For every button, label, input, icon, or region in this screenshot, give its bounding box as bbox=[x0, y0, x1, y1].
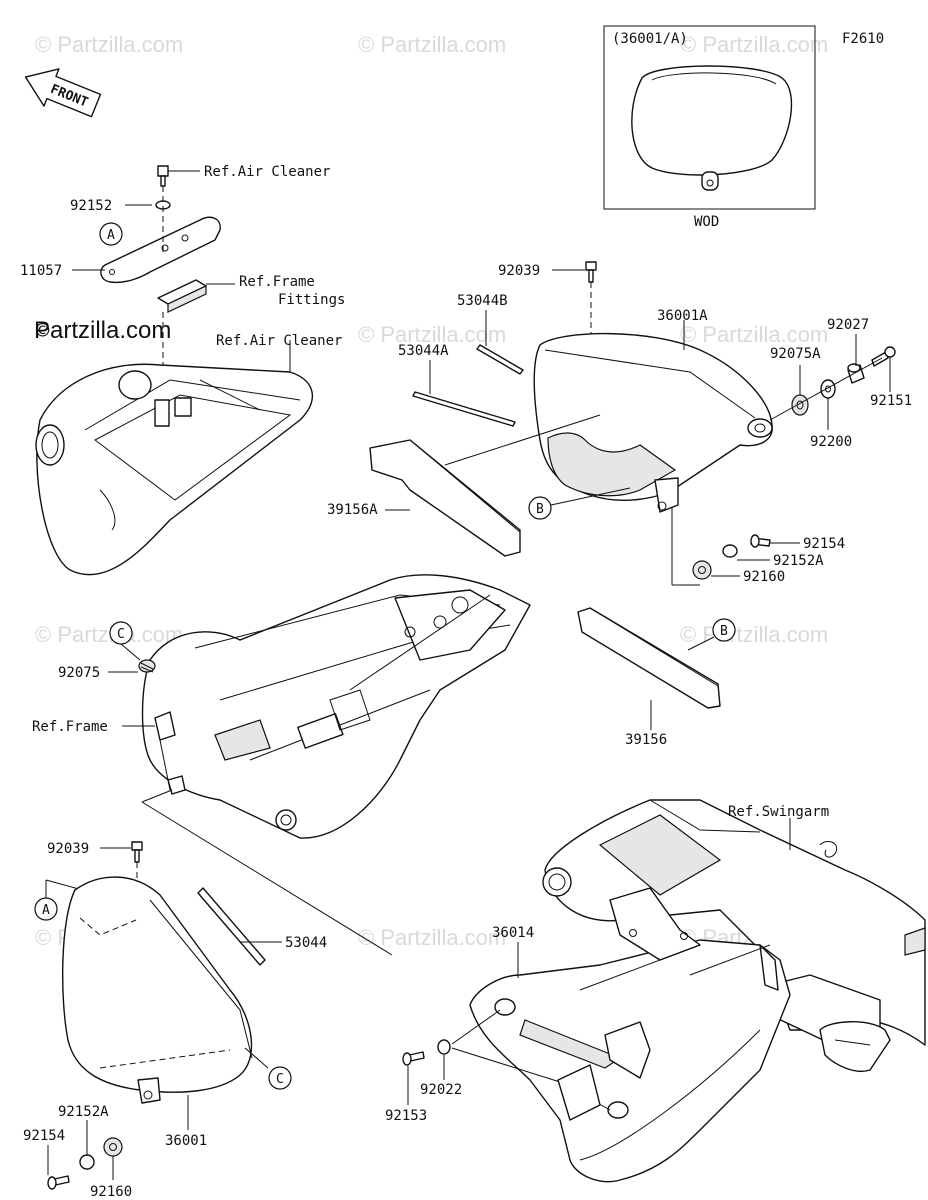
grommet-92075a bbox=[791, 394, 809, 416]
side-cover-36001 bbox=[62, 876, 253, 1104]
label-92039-bot: 92039 bbox=[47, 841, 89, 857]
rubber-strip-53044a bbox=[412, 391, 516, 427]
callout-b-mid bbox=[528, 496, 552, 520]
callout-b-right-letter: B bbox=[720, 624, 728, 639]
label-ref-air-cleaner-mid: Ref.Air Cleaner bbox=[216, 333, 342, 349]
label-36001: 36001 bbox=[165, 1133, 207, 1149]
washer-92022 bbox=[437, 1039, 451, 1055]
label-ref-frame-fittings-2: Fittings bbox=[278, 292, 345, 308]
front-arrow-icon: FRONT bbox=[24, 68, 102, 118]
frame-section bbox=[141, 574, 531, 839]
callout-a-bot-letter: A bbox=[42, 903, 50, 918]
label-36001a: 36001A bbox=[657, 308, 708, 324]
watermark: © Partzilla.com bbox=[680, 32, 828, 57]
collar-92027 bbox=[847, 363, 865, 384]
watermark: © Partzilla.com bbox=[358, 322, 506, 347]
air-cleaner-housing bbox=[35, 363, 313, 576]
label-92151: 92151 bbox=[870, 393, 912, 409]
washer-92200 bbox=[820, 379, 836, 399]
label-ref-swingarm: Ref.Swingarm bbox=[728, 804, 829, 820]
label-36014: 36014 bbox=[492, 925, 534, 941]
callout-a-top-letter: A bbox=[107, 228, 115, 243]
label-92152a-mid: 92152A bbox=[773, 553, 824, 569]
pad-39156a bbox=[369, 439, 521, 557]
swingarm bbox=[542, 799, 926, 1072]
label-92160-bot: 92160 bbox=[90, 1184, 132, 1200]
label-92022: 92022 bbox=[420, 1082, 462, 1098]
watermarks: © Partzilla.com © Partzilla.com © Partzi… bbox=[35, 32, 828, 950]
bolt-92154-bot bbox=[47, 1175, 70, 1190]
grommet-92075 bbox=[138, 659, 156, 673]
grommet-92160-bot bbox=[103, 1137, 123, 1157]
callout-c-bot bbox=[268, 1066, 292, 1090]
bolt-ref-air-cleaner bbox=[157, 165, 169, 187]
callout-b-right bbox=[712, 618, 736, 642]
watermark: © Partzilla.com bbox=[680, 622, 828, 647]
label-92200: 92200 bbox=[810, 434, 852, 450]
label-39156: 39156 bbox=[625, 732, 667, 748]
callout-b-mid-letter: B bbox=[536, 502, 544, 517]
label-92153: 92153 bbox=[385, 1108, 427, 1124]
bolt-92154-mid bbox=[750, 534, 771, 548]
bolt-92153 bbox=[402, 1051, 425, 1066]
label-11057: 11057 bbox=[20, 263, 62, 279]
label-ref-frame-fittings-1: Ref.Frame bbox=[239, 274, 315, 290]
label-ref-air-cleaner-top: Ref.Air Cleaner bbox=[204, 164, 330, 180]
figure-code: F2610 bbox=[842, 31, 884, 47]
inset-title: (36001/A) bbox=[612, 31, 688, 47]
rubber-strip-53044b bbox=[476, 344, 524, 375]
guard-mount-plate bbox=[557, 1064, 601, 1121]
label-53044a: 53044A bbox=[398, 343, 449, 359]
label-92027: 92027 bbox=[827, 317, 869, 333]
frame-bracket-ref bbox=[154, 711, 176, 741]
washer-92152a-bot bbox=[79, 1154, 95, 1170]
label-53044b: 53044B bbox=[457, 293, 508, 309]
watermark: © Partzilla.com bbox=[680, 322, 828, 347]
washer-92152a-mid bbox=[722, 544, 738, 558]
label-92039-top: 92039 bbox=[498, 263, 540, 279]
screw-92039-bot bbox=[131, 841, 143, 863]
inset-wod: (36001/A) WOD bbox=[603, 25, 816, 230]
label-92154-bot: 92154 bbox=[23, 1128, 65, 1144]
side-cover-36001a bbox=[533, 332, 773, 513]
callout-c-left-letter: C bbox=[117, 627, 125, 642]
frame-fitting-bracket bbox=[157, 279, 207, 313]
copyright-mark: Partzilla.com bbox=[34, 317, 171, 344]
watermark: © Partzilla.com bbox=[358, 925, 506, 950]
grommet-92160-mid bbox=[692, 560, 712, 580]
copyright-symbol-icon: © bbox=[36, 319, 50, 344]
label-92160-mid: 92160 bbox=[743, 569, 785, 585]
screw-92039-top bbox=[585, 261, 597, 283]
watermark: © Partzilla.com bbox=[358, 32, 506, 57]
label-92075a: 92075A bbox=[770, 346, 821, 362]
chain-guard-36014 bbox=[469, 887, 791, 1183]
callout-a-top bbox=[99, 222, 123, 246]
inset-caption: WOD bbox=[694, 214, 719, 230]
label-92154-mid: 92154 bbox=[803, 536, 845, 552]
label-39156a: 39156A bbox=[327, 502, 378, 518]
callout-c-bot-letter: C bbox=[276, 1072, 284, 1087]
label-92152a-bot: 92152A bbox=[58, 1104, 109, 1120]
label-53044: 53044 bbox=[285, 935, 327, 951]
watermark: © Partzilla.com bbox=[35, 622, 183, 647]
rubber-strip-53044 bbox=[197, 887, 266, 966]
watermark: © Partzilla.com bbox=[35, 32, 183, 57]
label-92152-top: 92152 bbox=[70, 198, 112, 214]
label-ref-frame: Ref.Frame bbox=[32, 719, 108, 735]
bolt-92151 bbox=[871, 346, 896, 367]
bracket-11057 bbox=[100, 216, 221, 284]
label-92075: 92075 bbox=[58, 665, 100, 681]
pad-39156 bbox=[577, 607, 721, 709]
frame-tab bbox=[167, 775, 186, 795]
